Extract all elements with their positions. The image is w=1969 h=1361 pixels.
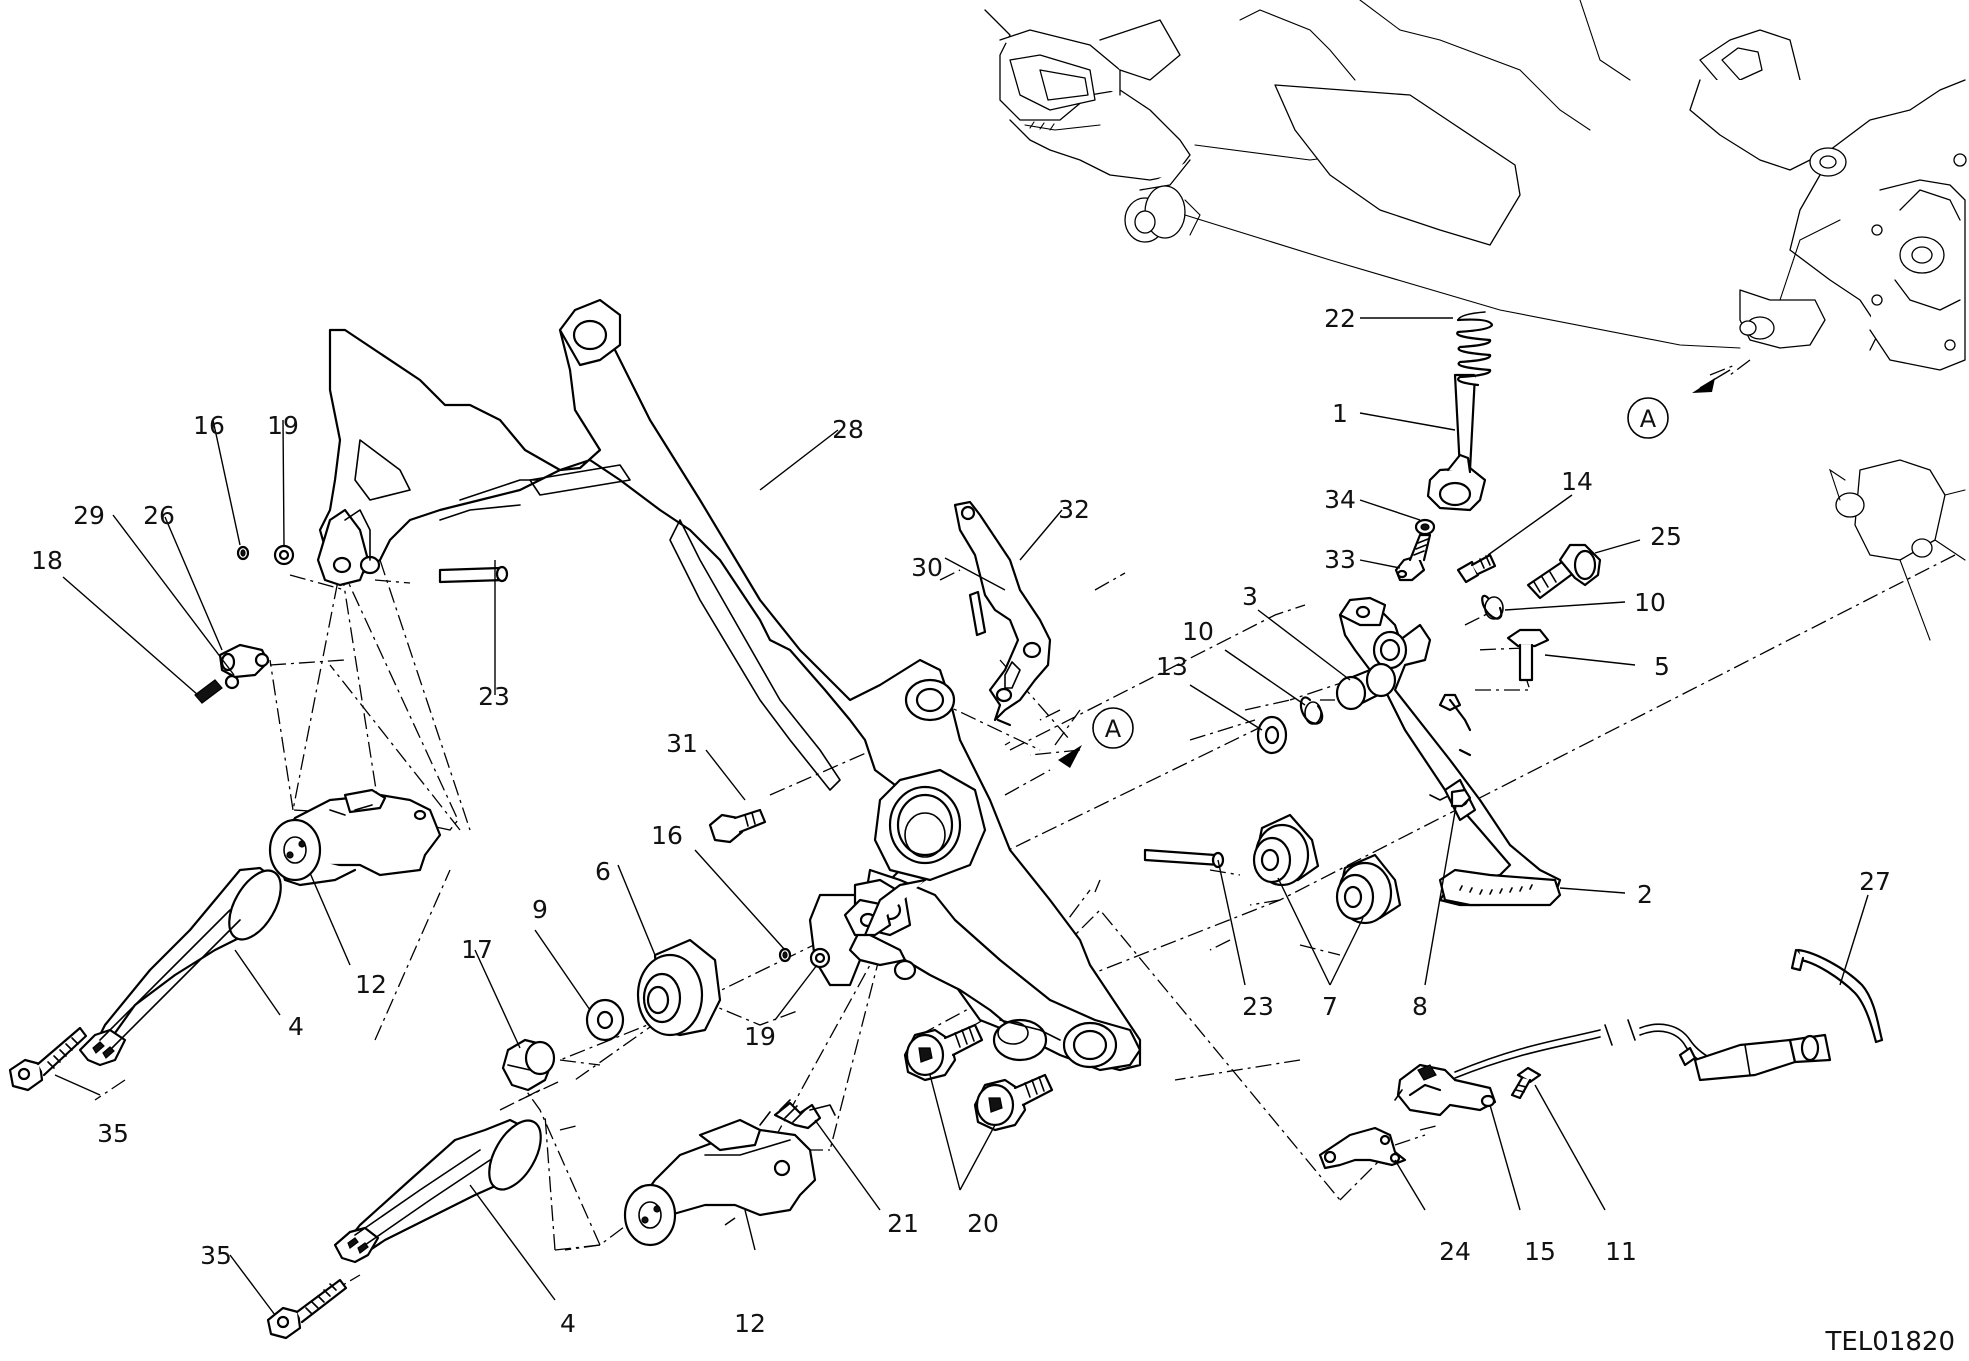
sensor-cable <box>1454 1019 1832 1082</box>
washer-19-upper <box>273 544 295 566</box>
guard-plate-32 <box>953 500 1052 727</box>
screw-11 <box>1510 1066 1542 1100</box>
callout-3: 3 <box>1242 582 1258 611</box>
callout-13: 13 <box>1156 652 1188 681</box>
callout-17: 17 <box>461 935 493 964</box>
screw-33 <box>1394 533 1432 582</box>
washer-19-lower <box>809 947 831 969</box>
clip-16-upper <box>236 545 250 561</box>
callout-5: 5 <box>1654 652 1670 681</box>
callout-19-upper: 19 <box>267 411 299 440</box>
footpeg-4-lower <box>333 1118 542 1264</box>
washer-13 <box>1256 715 1288 755</box>
washer-9 <box>585 998 625 1042</box>
callout-23-right: 23 <box>1242 992 1274 1021</box>
callout-24: 24 <box>1439 1237 1471 1266</box>
callout-20: 20 <box>967 1209 999 1238</box>
callout-29: 29 <box>73 501 105 530</box>
bolt-20-lower <box>973 1073 1054 1132</box>
bolt-31 <box>708 808 767 844</box>
callout-23-left: 23 <box>478 682 510 711</box>
washer-34 <box>1414 518 1436 536</box>
callout-22: 22 <box>1324 304 1356 333</box>
pin-30 <box>968 590 987 637</box>
callout-34: 34 <box>1324 485 1356 514</box>
screw-14 <box>1456 553 1497 584</box>
bolt-25 <box>1526 543 1602 600</box>
leader-lines <box>54 317 1869 1316</box>
callout-30: 30 <box>911 553 943 582</box>
callout-4-upper: 4 <box>288 1012 304 1041</box>
reference-marker-a-lower-label: A <box>1105 715 1122 743</box>
sensor-15 <box>1394 1063 1497 1117</box>
bush-7-lower <box>1335 853 1402 925</box>
callout-16-upper: 16 <box>193 411 225 440</box>
callout-35-upper: 35 <box>97 1119 129 1148</box>
assembly-center-lines <box>94 359 1956 1311</box>
grub-screw-18 <box>194 679 223 704</box>
callout-19-lower: 19 <box>744 1022 776 1051</box>
bolt-20-upper <box>903 1023 984 1082</box>
callout-10-right: 10 <box>1634 588 1666 617</box>
callout-2: 2 <box>1637 880 1653 909</box>
pin-23-right <box>1143 848 1225 869</box>
callout-9: 9 <box>532 895 548 924</box>
footpeg-mount-12-upper <box>268 788 442 887</box>
footpeg-4-upper <box>78 866 282 1067</box>
bolt-35-upper <box>8 1026 88 1092</box>
callout-12-lower: 12 <box>734 1309 766 1338</box>
callout-15: 15 <box>1524 1237 1556 1266</box>
bolt-35-lower <box>266 1278 348 1340</box>
pin-23-upper <box>438 565 509 584</box>
callout-1: 1 <box>1332 399 1348 428</box>
spring-22 <box>1456 311 1494 387</box>
pivot-pin-1 <box>1426 373 1487 512</box>
bush-7-upper <box>1252 813 1320 887</box>
callout-33: 33 <box>1324 545 1356 574</box>
clip-16-lower <box>778 947 792 963</box>
clip-8 <box>1450 788 1472 808</box>
callout-11: 11 <box>1605 1237 1637 1266</box>
callout-8: 8 <box>1412 992 1428 1021</box>
callout-4-lower: 4 <box>560 1309 576 1338</box>
callout-28: 28 <box>832 415 864 444</box>
callout-32: 32 <box>1058 495 1090 524</box>
sensor-bracket-24 <box>1318 1126 1407 1170</box>
frame-background <box>984 0 1967 641</box>
footpeg-bracket-28 <box>316 298 1142 1072</box>
footpeg-mount-12-lower <box>623 1118 817 1247</box>
detent-26 <box>218 643 270 679</box>
callout-6: 6 <box>595 857 611 886</box>
callout-7: 7 <box>1322 992 1338 1021</box>
reference-marker-a-upper: A <box>1627 364 1736 439</box>
callout-16-lower: 16 <box>651 821 683 850</box>
bush-3 <box>1335 662 1397 711</box>
callout-10-left: 10 <box>1182 617 1214 646</box>
pin-5 <box>1506 628 1550 682</box>
cable-clip-27 <box>1790 948 1884 1044</box>
callout-25: 25 <box>1650 522 1682 551</box>
callout-31: 31 <box>666 729 698 758</box>
callout-12-upper: 12 <box>355 970 387 999</box>
callout-26: 26 <box>143 501 175 530</box>
reference-marker-a-lower: A <box>1004 707 1134 796</box>
callout-14: 14 <box>1561 467 1593 496</box>
washer-10-left <box>1299 696 1324 725</box>
callout-35-lower: 35 <box>200 1241 232 1270</box>
callout-21: 21 <box>887 1209 919 1238</box>
callout-18: 18 <box>31 546 63 575</box>
drawing-code: TEL01820 <box>1824 1327 1955 1357</box>
nut-17 <box>501 1038 556 1092</box>
callout-labels: 22 1 34 14 25 33 3 10 10 5 13 2 8 7 23 2… <box>31 304 1891 1338</box>
reference-marker-a-upper-label: A <box>1640 405 1657 433</box>
circlip-10-right <box>1481 594 1504 620</box>
roller-6 <box>636 938 722 1037</box>
spring-21 <box>759 1099 836 1130</box>
callout-27: 27 <box>1859 867 1891 896</box>
